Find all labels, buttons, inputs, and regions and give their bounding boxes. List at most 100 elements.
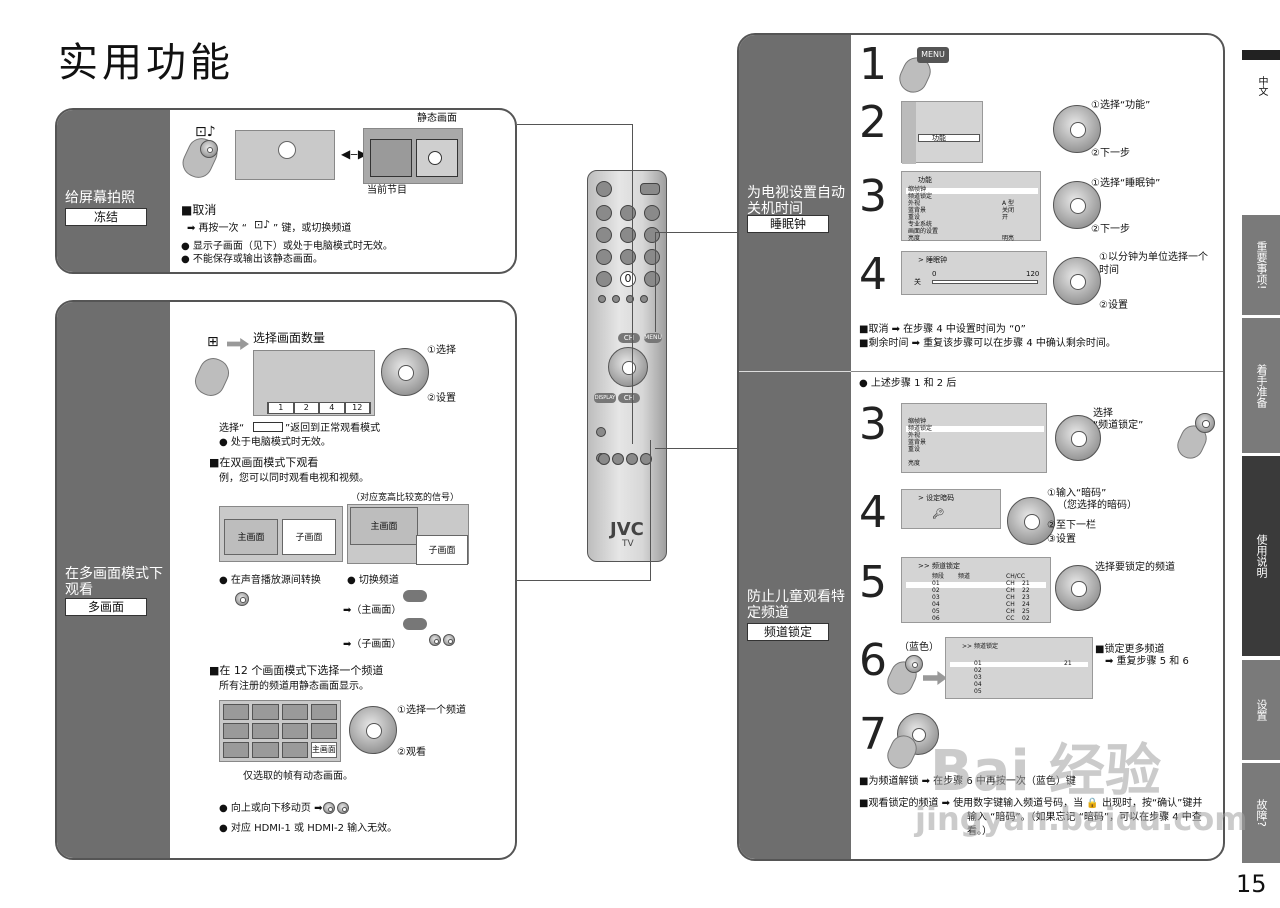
num-button[interactable]	[620, 249, 636, 265]
num-button[interactable]	[596, 227, 612, 243]
ok-dial-icon[interactable]	[349, 706, 397, 754]
num-button[interactable]	[644, 249, 660, 265]
dual1-sub: 子画面	[282, 519, 336, 555]
tab-settings[interactable]: 设置	[1242, 660, 1280, 760]
sleep-max: 120	[1026, 270, 1040, 278]
color-button[interactable]	[626, 453, 638, 465]
select-count: 选择画面数量	[253, 331, 326, 345]
small-button[interactable]	[626, 295, 634, 303]
sleep-title: 为电视设置自动关机时间	[747, 185, 845, 217]
lock-title: 防止儿童观看特定频道	[747, 589, 845, 621]
sub-paren: ➡（子画面）	[343, 639, 402, 650]
lock-step-4: 4	[859, 487, 887, 538]
ch-up-button[interactable]: CH	[618, 333, 640, 343]
multi-title: 在多画面模式下观看	[65, 566, 163, 598]
power-button[interactable]	[596, 181, 612, 197]
freeze-button-icon	[200, 140, 218, 158]
lock-step-3: 3	[859, 399, 887, 450]
connector-line	[655, 232, 737, 233]
tile-1[interactable]: 1	[269, 403, 293, 413]
swap-arrow-icon: ◀‒▶	[341, 147, 368, 161]
small-button[interactable]	[612, 295, 620, 303]
tab-prepare[interactable]: 着手准备	[1242, 318, 1280, 453]
lang-bar	[1242, 50, 1280, 60]
small-button[interactable]	[598, 295, 606, 303]
color-button[interactable]	[612, 453, 624, 465]
color-button[interactable]	[598, 453, 610, 465]
step-2: 2	[859, 97, 887, 148]
lock-menu-5: >> 频道锁定 频段 频道 CH/CC 01 CH 21 02 CH 22 03…	[901, 557, 1051, 623]
tab-usage[interactable]: 使用说明	[1242, 456, 1280, 656]
freeze-sidebar: 给屏幕拍照 冻结	[57, 110, 170, 272]
num-button[interactable]	[644, 271, 660, 287]
ok-dial-icon[interactable]	[1053, 105, 1101, 153]
lock-s5-a: 选择要锁定的频道	[1095, 562, 1175, 573]
num-button[interactable]	[596, 205, 612, 221]
top-button[interactable]	[640, 183, 660, 195]
color-button[interactable]	[640, 453, 652, 465]
page-up-icon	[323, 802, 335, 814]
hand-icon	[177, 133, 223, 183]
select-normal-b: ”返回到正常观看模式	[285, 423, 381, 434]
lock-s6-b: ➡ 重复步骤 5 和 6	[1105, 656, 1189, 667]
lock-s3-b: “频道锁定”	[1093, 420, 1144, 431]
ch-down-icon	[403, 618, 427, 630]
multi-step-1: ①选择	[427, 345, 456, 356]
page-down-icon	[337, 802, 349, 814]
sidebar-divider	[739, 371, 851, 372]
sleep-tag: 睡眠钟	[747, 215, 829, 233]
multi-pc-note: ● 处于电脑模式时无效。	[219, 437, 331, 448]
lock-step-6: 6	[859, 635, 887, 686]
ok-dial-icon[interactable]	[1007, 497, 1055, 545]
freeze-note-2: ● 不能保存或输出该静态画面。	[181, 254, 323, 265]
sleep-s3-a: ①选择“睡眠钟”	[1091, 178, 1161, 189]
page-title: 实用功能	[58, 40, 234, 86]
num-button[interactable]	[596, 271, 612, 287]
freeze-cancel-a: ➡ 再按一次 “	[187, 223, 247, 234]
freeze-key-icon: ⊡♪	[195, 124, 216, 140]
func-button[interactable]	[596, 427, 606, 437]
lock-s4-b: ②至下一栏	[1047, 520, 1096, 531]
connector-line	[655, 448, 737, 449]
menu-button[interactable]: MENU	[644, 333, 662, 343]
tab-trouble[interactable]: 故障?	[1242, 763, 1280, 863]
multi-sidebar: 在多画面模式下观看 多画面	[57, 302, 170, 858]
zero-button[interactable]: 0	[620, 271, 636, 287]
tile-4[interactable]: 4	[320, 403, 344, 413]
ch-up-icon	[403, 590, 427, 602]
num-button[interactable]	[596, 249, 612, 265]
ok-dial-icon[interactable]	[1053, 257, 1101, 305]
blue-key-icon[interactable]	[905, 655, 923, 673]
connector-line	[655, 232, 656, 332]
zero-key-icon[interactable]	[1195, 413, 1215, 433]
tab-important[interactable]: 重要事项!	[1242, 215, 1280, 315]
tile-2[interactable]: 2	[294, 403, 318, 413]
right-sidebar: 为电视设置自动关机时间 睡眠钟 防止儿童观看特定频道 频道锁定	[739, 35, 851, 859]
sleep-s3-b: ②下一步	[1091, 224, 1130, 235]
ok-dial-icon[interactable]	[1055, 565, 1101, 611]
tile-12[interactable]: 12	[345, 403, 369, 413]
sleep-s4-b: ②设置	[1099, 300, 1128, 311]
menu-key-icon[interactable]: MENU	[917, 47, 949, 63]
num-button[interactable]	[620, 205, 636, 221]
page-move: ● 向上或向下移动页 ➡	[219, 803, 323, 814]
num-button[interactable]	[644, 205, 660, 221]
hand-icon	[190, 353, 234, 401]
remote-ok-dial[interactable]	[608, 347, 648, 387]
ch-down-button[interactable]: CH	[618, 393, 640, 403]
ok-dial-icon[interactable]	[1055, 415, 1101, 461]
lock-view-b: 输入 “暗码”。（如果忘记 “暗码”，可以在步骤 4 中查	[967, 812, 1202, 823]
twelve-step-2: ②观看	[397, 747, 426, 758]
lock-s3-a: 选择	[1093, 408, 1113, 419]
sleep-slider[interactable]	[932, 280, 1038, 284]
ok-dial-icon[interactable]	[1053, 181, 1101, 229]
remote-brand: JVC	[610, 519, 644, 540]
num-button[interactable]	[620, 227, 636, 243]
twelve-main: 主画面	[310, 742, 337, 758]
ok-dial-icon[interactable]	[381, 348, 429, 396]
num-button[interactable]	[644, 227, 660, 243]
small-button[interactable]	[640, 295, 648, 303]
dual-example: 例，您可以同时观看电视和视频。	[219, 473, 369, 484]
display-button[interactable]: DISPLAY	[594, 393, 616, 403]
sleep-cancel: ■取消 ➡ 在步骤 4 中设置时间为 “0”	[859, 324, 1026, 335]
